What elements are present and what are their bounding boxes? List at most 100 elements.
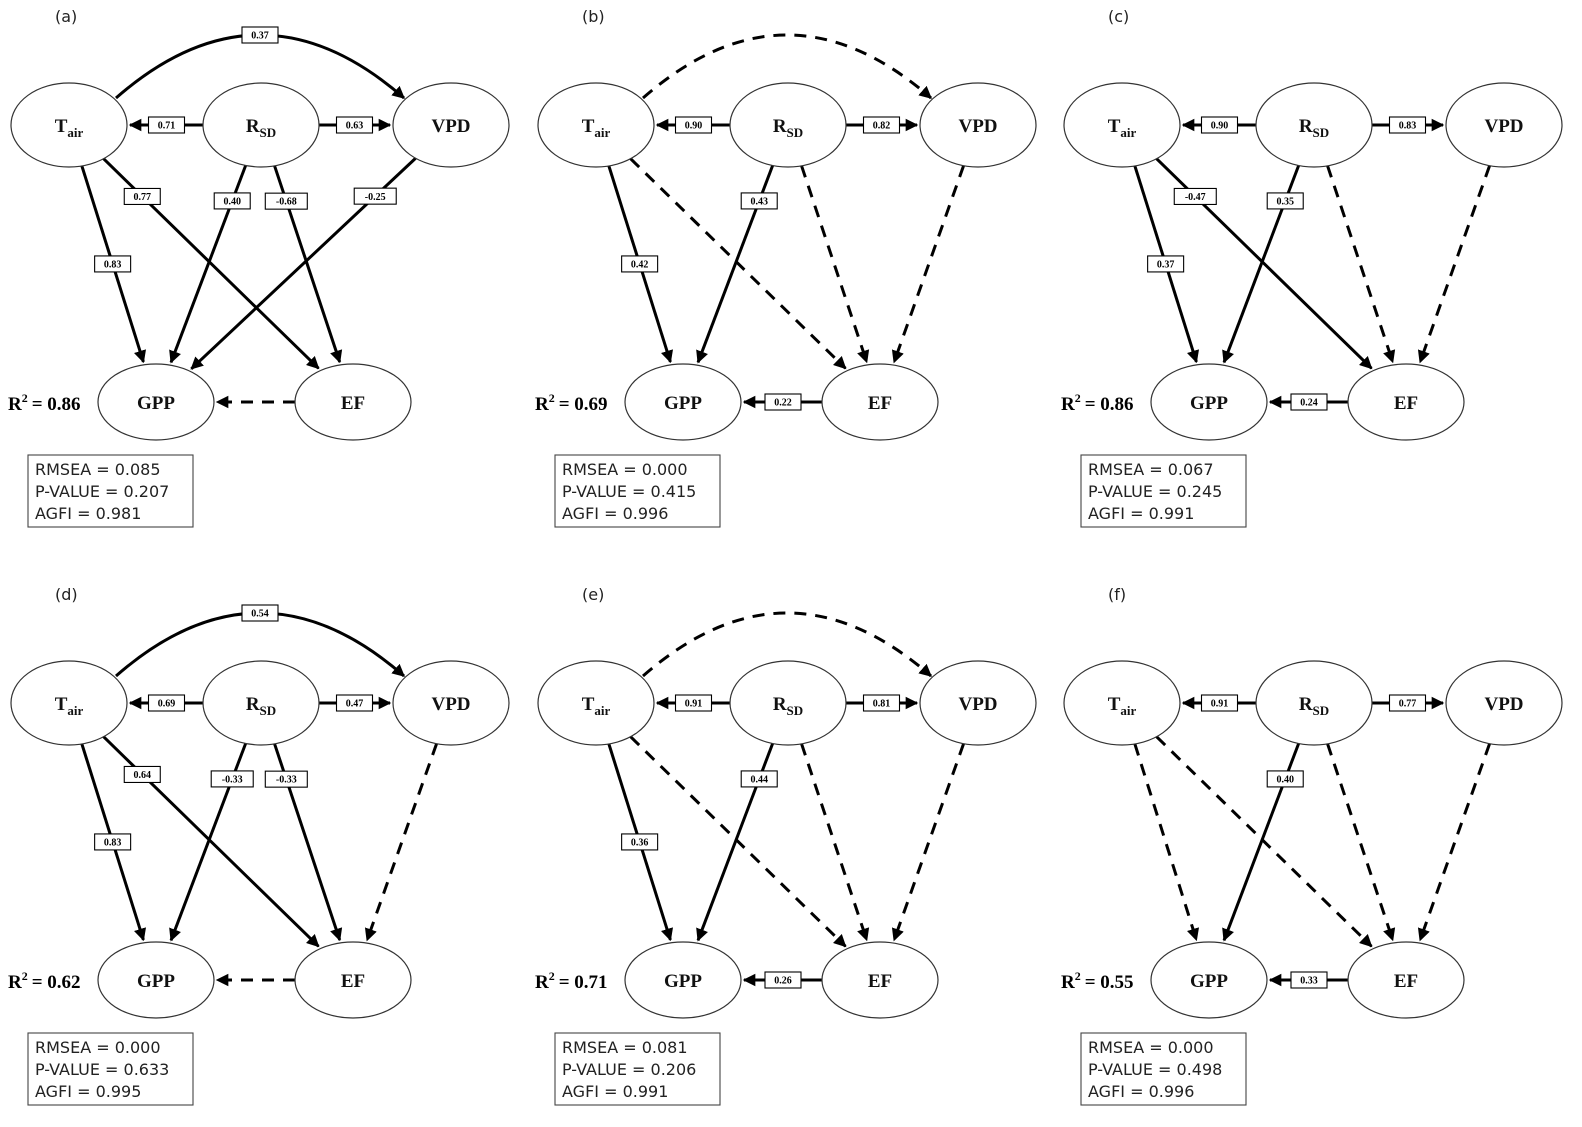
node-gpp-label: GPP xyxy=(1190,971,1228,992)
node-tair-label: Tair xyxy=(55,694,84,718)
fit-statistic: AGFI = 0.996 xyxy=(562,504,668,523)
node-rsd: RSD xyxy=(729,660,847,746)
node-ef-label: EF xyxy=(1394,393,1418,414)
coefficient-box xyxy=(123,187,161,206)
panel-label: (a) xyxy=(55,7,77,26)
coefficient-label: 0.36 xyxy=(631,838,649,849)
coefficient-box xyxy=(1200,694,1239,712)
coefficient-label: 0.69 xyxy=(158,699,176,710)
node-ef-ellipse xyxy=(294,941,412,1019)
fit-statistic: P-VALUE = 0.415 xyxy=(562,482,696,501)
path-vpd-to-ef xyxy=(1417,743,1492,942)
node-vpd: VPD xyxy=(919,660,1037,746)
coefficient-label: -0.47 xyxy=(1185,192,1206,203)
node-ef-ellipse xyxy=(821,941,939,1019)
node-tair-ellipse xyxy=(10,660,128,746)
node-vpd-ellipse xyxy=(1445,82,1563,168)
node-vpd-ellipse xyxy=(1445,660,1563,746)
r-squared-label: R2= 0.55 xyxy=(1061,969,1134,993)
fit-statistic: RMSEA = 0.000 xyxy=(35,1038,161,1057)
fit-statistic: AGFI = 0.991 xyxy=(562,1082,668,1101)
node-rsd-label: RSD xyxy=(246,694,276,718)
node-tair: Tair xyxy=(537,660,655,746)
fit-statistic: AGFI = 0.996 xyxy=(1088,1082,1194,1101)
panel-label: (c) xyxy=(1108,7,1129,26)
coefficient-label: 0.91 xyxy=(1211,699,1229,710)
coefficient-label: 0.22 xyxy=(774,398,792,409)
node-ef-ellipse xyxy=(1347,363,1465,441)
panel-label: (d) xyxy=(55,585,78,604)
node-vpd: VPD xyxy=(919,82,1037,168)
fit-statistics-frame xyxy=(27,454,194,528)
fit-statistics-frame xyxy=(1080,454,1247,528)
node-ef-label: EF xyxy=(341,971,365,992)
coefficient-box xyxy=(621,833,659,851)
node-ef-label: EF xyxy=(1394,971,1418,992)
node-ef: EF xyxy=(294,941,412,1019)
path-vpd-to-ef xyxy=(891,165,966,364)
node-vpd-ellipse xyxy=(919,82,1037,168)
node-gpp-ellipse xyxy=(1150,363,1268,441)
coefficient-box xyxy=(674,694,713,712)
node-rsd-ellipse xyxy=(729,660,847,746)
node-gpp-label: GPP xyxy=(664,393,702,414)
node-rsd: RSD xyxy=(1255,82,1373,168)
panel-label: (b) xyxy=(582,7,605,26)
fit-statistics-frame xyxy=(27,1032,194,1106)
node-vpd: VPD xyxy=(392,660,510,746)
node-gpp-ellipse xyxy=(1150,941,1268,1019)
node-rsd-label: RSD xyxy=(1299,694,1329,718)
node-gpp: GPP xyxy=(624,363,742,441)
node-gpp: GPP xyxy=(1150,363,1268,441)
coefficient-label: 0.90 xyxy=(685,121,703,132)
coefficient-label: 0.35 xyxy=(1276,197,1294,208)
node-tair-label: Tair xyxy=(1108,116,1137,140)
node-rsd-ellipse xyxy=(1255,82,1373,168)
path-vpd-to-ef xyxy=(891,743,966,942)
coefficient-label: 0.47 xyxy=(346,699,364,710)
node-gpp-ellipse xyxy=(97,363,215,441)
coefficient-box xyxy=(123,765,161,784)
coefficient-box xyxy=(1388,116,1427,134)
node-ef: EF xyxy=(294,363,412,441)
node-tair-label: Tair xyxy=(55,116,84,140)
coefficient-box xyxy=(264,770,308,788)
coefficient-box xyxy=(862,116,901,134)
r-squared-label: R2= 0.86 xyxy=(1061,391,1134,415)
coefficient-box xyxy=(94,833,132,851)
node-tair-ellipse xyxy=(1063,660,1181,746)
r-squared-label: R2= 0.62 xyxy=(8,969,81,993)
fit-statistic: AGFI = 0.981 xyxy=(35,504,141,523)
node-tair-ellipse xyxy=(537,660,655,746)
node-rsd: RSD xyxy=(202,660,320,746)
fit-statistic: RMSEA = 0.085 xyxy=(35,460,161,479)
coefficient-box xyxy=(335,116,374,134)
coefficient-box xyxy=(1388,694,1427,712)
path-tair-to-vpd xyxy=(642,611,932,678)
r-squared-label: R2= 0.71 xyxy=(535,969,608,993)
node-tair: Tair xyxy=(10,660,128,746)
node-gpp-ellipse xyxy=(97,941,215,1019)
coefficient-box xyxy=(94,255,132,273)
path-tair-to-ef xyxy=(629,735,847,948)
node-vpd-ellipse xyxy=(919,660,1037,746)
node-tair: Tair xyxy=(1063,82,1181,168)
node-vpd-ellipse xyxy=(392,82,510,168)
node-vpd-label: VPD xyxy=(431,694,470,715)
node-vpd-label: VPD xyxy=(958,694,997,715)
node-ef: EF xyxy=(1347,363,1465,441)
coefficient-label: 0.77 xyxy=(134,192,152,203)
coefficient-box xyxy=(621,255,659,273)
coefficient-box xyxy=(147,694,186,712)
fit-statistic: RMSEA = 0.081 xyxy=(562,1038,688,1057)
fit-statistic: AGFI = 0.995 xyxy=(35,1082,141,1101)
node-rsd: RSD xyxy=(729,82,847,168)
node-ef-label: EF xyxy=(341,393,365,414)
fit-statistics-frame xyxy=(1080,1032,1247,1106)
coefficient-label: 0.91 xyxy=(685,699,703,710)
